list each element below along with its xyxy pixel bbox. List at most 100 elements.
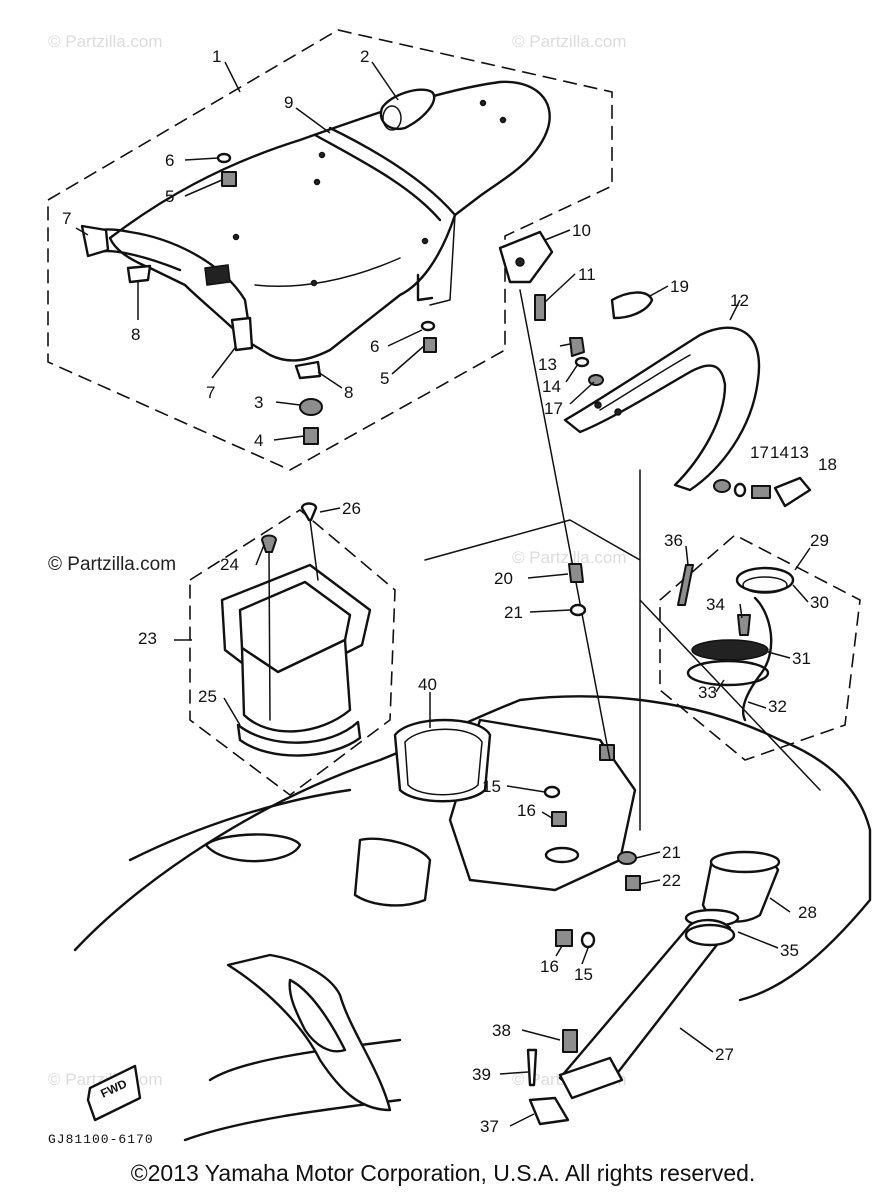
- callout-28: 28: [798, 903, 817, 922]
- bolt-guide-line: [519, 289, 611, 761]
- hull-vent-inner: [288, 978, 347, 1053]
- callout-5: 5: [165, 187, 174, 206]
- seat-group-outline: [47, 29, 613, 471]
- deck-cover-flap: [353, 837, 432, 907]
- hose-end: [684, 923, 736, 947]
- callout-14b: 14: [770, 443, 789, 462]
- drain-hole: [544, 846, 580, 864]
- callout-8b: 8: [344, 383, 353, 402]
- callout-20: 20: [494, 569, 513, 588]
- callout-17b: 17: [750, 443, 769, 462]
- washer-part-15b: [580, 931, 596, 949]
- grab-rail-inner: [599, 354, 691, 411]
- callout-5b: 5: [380, 369, 389, 388]
- seat-hole: [479, 99, 487, 107]
- rear-hardware: [498, 230, 812, 508]
- gasket-part-40: [393, 718, 492, 803]
- callout-13: 13: [538, 355, 557, 374]
- callout-14: 14: [542, 377, 561, 396]
- seat-hole: [310, 279, 318, 287]
- seat-hole: [232, 233, 240, 241]
- seat-side-edge: [429, 214, 456, 306]
- washer-part-15: [543, 785, 561, 799]
- callout-25: 25: [198, 687, 217, 706]
- filler-neck-rim: [709, 850, 781, 874]
- callout-22: 22: [662, 871, 681, 890]
- callout-7: 7: [62, 209, 71, 228]
- callout-6b: 6: [370, 337, 379, 356]
- callout-10: 10: [572, 221, 591, 240]
- callout-11: 11: [578, 265, 596, 284]
- watermark-prominent: © Partzilla.com: [48, 554, 176, 575]
- callout-37: 37: [480, 1117, 499, 1136]
- callout-4: 4: [254, 431, 263, 450]
- washer-part-6b: [420, 320, 436, 332]
- seat-hole: [421, 237, 429, 245]
- seat-body: [108, 80, 551, 362]
- callout-18: 18: [818, 455, 837, 474]
- seat-hole: [499, 116, 507, 124]
- callout-30: 30: [810, 593, 829, 612]
- exploded-parts-diagram: © Partzilla.com © Partzilla.com © Partzi…: [47, 29, 872, 1147]
- callout-34: 34: [706, 595, 725, 614]
- leader-lines: [75, 61, 811, 1127]
- callout-16: 16: [517, 801, 536, 820]
- nut-part-16b: [555, 929, 573, 947]
- hull-guide-line-1: [639, 599, 821, 791]
- washer-part-14b: [733, 482, 747, 498]
- grab-rail-hole: [614, 408, 622, 416]
- screw-guide-line: [309, 519, 319, 581]
- storage-box-assembly: [220, 502, 372, 757]
- bolt-part-13: [569, 337, 585, 357]
- seat-hook: [204, 264, 231, 286]
- plug-guide-line: [268, 551, 271, 721]
- callout-2: 2: [360, 47, 369, 66]
- bolt-part-5b: [423, 337, 437, 353]
- hull-body: [73, 289, 872, 1142]
- clip-part-19: [610, 291, 654, 320]
- callout-8: 8: [131, 325, 140, 344]
- copyright-notice: ©2013 Yamaha Motor Corporation, U.S.A. A…: [130, 1160, 756, 1186]
- screw-part-36: [677, 564, 694, 606]
- bolt-part-13b: [751, 485, 771, 499]
- cap-part-18: [773, 476, 812, 508]
- callout-24: 24: [220, 555, 239, 574]
- bracket-part-37: [528, 1096, 570, 1126]
- gasket-part-31: [691, 639, 769, 661]
- callout-36: 36: [664, 531, 683, 550]
- gasket-part-25: [236, 720, 362, 757]
- strap-end-cap-2: [230, 316, 254, 352]
- washer-part-21: [569, 603, 587, 617]
- filler-parts: [558, 850, 781, 1100]
- stud-part-20: [568, 563, 584, 583]
- grab-rail-part-12: [563, 326, 761, 492]
- callout-3: 3: [254, 393, 263, 412]
- seat-hook-2: [416, 273, 434, 302]
- strap-clip-part-8b: [294, 360, 322, 380]
- cap-part-30-inner: [742, 576, 788, 594]
- deck-boss: [599, 744, 615, 761]
- callout-31: 31: [792, 649, 811, 668]
- bracket-hole: [515, 257, 525, 267]
- callout-33: 33: [698, 683, 717, 702]
- hose-bracket: [558, 1056, 624, 1100]
- bracket-part-10: [498, 230, 554, 284]
- hull-deck-line: [128, 788, 352, 862]
- callout-21b: 21: [662, 843, 681, 862]
- watermark-top-right: © Partzilla.com: [512, 32, 627, 51]
- collar-part-17b: [713, 479, 731, 493]
- washer-part-6: [216, 152, 232, 164]
- callout-39: 39: [472, 1065, 491, 1084]
- fwd-arrow-icon: [86, 1064, 142, 1122]
- plug-part-24: [261, 534, 277, 553]
- screw-part-26: [300, 502, 318, 522]
- grab-rail-hole: [594, 401, 602, 409]
- strap-cover-end: [382, 105, 402, 131]
- nut-part-22: [625, 875, 641, 891]
- hull-lower-line: [208, 1038, 402, 1082]
- strap-end-cap: [80, 224, 110, 258]
- callout-19: 19: [670, 277, 689, 296]
- bolt-part-11: [534, 294, 546, 321]
- vent-opening: [204, 833, 302, 863]
- seat-hole: [318, 151, 326, 159]
